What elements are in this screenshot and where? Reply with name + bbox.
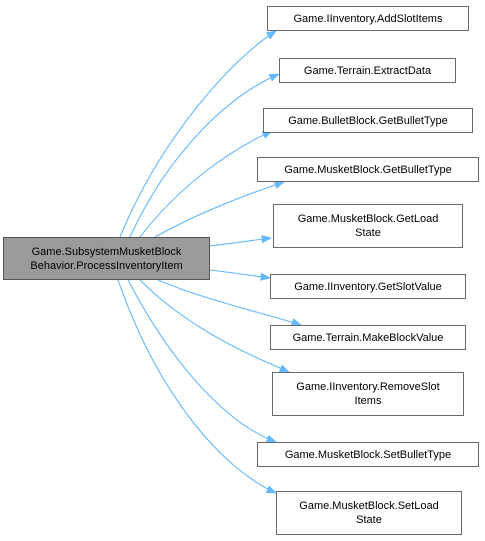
node-getslotvalue[interactable]: Game.IInventory.GetSlotValue <box>270 274 466 299</box>
node-label-line-2: State <box>356 514 382 526</box>
edge-musketblock-getbullettype <box>154 181 285 238</box>
node-label: Game.MusketBlock.GetBulletType <box>284 163 452 176</box>
node-label-line-1: Game.MusketBlock.GetLoad <box>297 213 439 225</box>
node-label: Game.BulletBlock.GetBulletType <box>288 114 448 127</box>
node-addslotitems[interactable]: Game.IInventory.AddSlotItems <box>267 6 469 31</box>
edge-extractdata <box>129 73 280 238</box>
edge-setloadstate <box>117 279 277 494</box>
arrowhead-removeslotitems <box>278 364 291 373</box>
node-setloadstate[interactable]: Game.MusketBlock.SetLoad State <box>276 491 462 535</box>
arrowhead-getslotvalue <box>260 272 272 281</box>
node-setbullettype[interactable]: Game.MusketBlock.SetBulletType <box>257 442 479 467</box>
arrowhead-getloadstate <box>261 235 273 244</box>
edge-setbullettype <box>127 279 277 443</box>
node-removeslotitems[interactable]: Game.IInventory.RemoveSlot Items <box>272 372 464 416</box>
node-extractdata[interactable]: Game.Terrain.ExtractData <box>279 58 456 83</box>
arrowhead-addslotitems <box>265 30 277 40</box>
node-label-line-1: Game.MusketBlock.SetLoad <box>299 500 439 512</box>
node-label: Game.Terrain.ExtractData <box>303 64 432 77</box>
edge-makeblockvalue <box>157 279 302 326</box>
source-node-processinventoryitem[interactable]: Game.SubsystemMusketBlock Behavior.Proce… <box>3 237 210 280</box>
node-getloadstate[interactable]: Game.MusketBlock.GetLoad State <box>273 204 463 248</box>
node-label: Game.Terrain.MakeBlockValue <box>292 331 444 344</box>
node-bulletblock-getbullettype[interactable]: Game.BulletBlock.GetBulletType <box>263 108 473 133</box>
node-musketblock-getbullettype[interactable]: Game.MusketBlock.GetBulletType <box>257 157 479 182</box>
node-label: Game.MusketBlock.SetBulletType <box>284 448 452 461</box>
source-node-label-line-2: Behavior.ProcessInventoryItem <box>30 259 183 272</box>
arrowhead-setloadstate <box>265 485 278 494</box>
edge-bulletblock-getbullettype <box>139 130 273 238</box>
node-label: Game.IInventory.GetSlotValue <box>294 280 442 293</box>
source-node-label-line-1: Game.SubsystemMusketBlock <box>31 245 182 258</box>
node-label: Game.IInventory.AddSlotItems <box>293 12 443 25</box>
node-label-line-2: State <box>355 227 381 239</box>
node-makeblockvalue[interactable]: Game.Terrain.MakeBlockValue <box>270 325 466 350</box>
arrowhead-extractdata <box>268 73 281 82</box>
edge-removeslotitems <box>139 279 290 373</box>
node-label-line-1: Game.IInventory.RemoveSlot <box>296 381 440 393</box>
node-label-line-2: Items <box>354 395 382 407</box>
arrowhead-musketblock-getbullettype <box>273 181 286 189</box>
edge-addslotitems <box>119 30 277 238</box>
